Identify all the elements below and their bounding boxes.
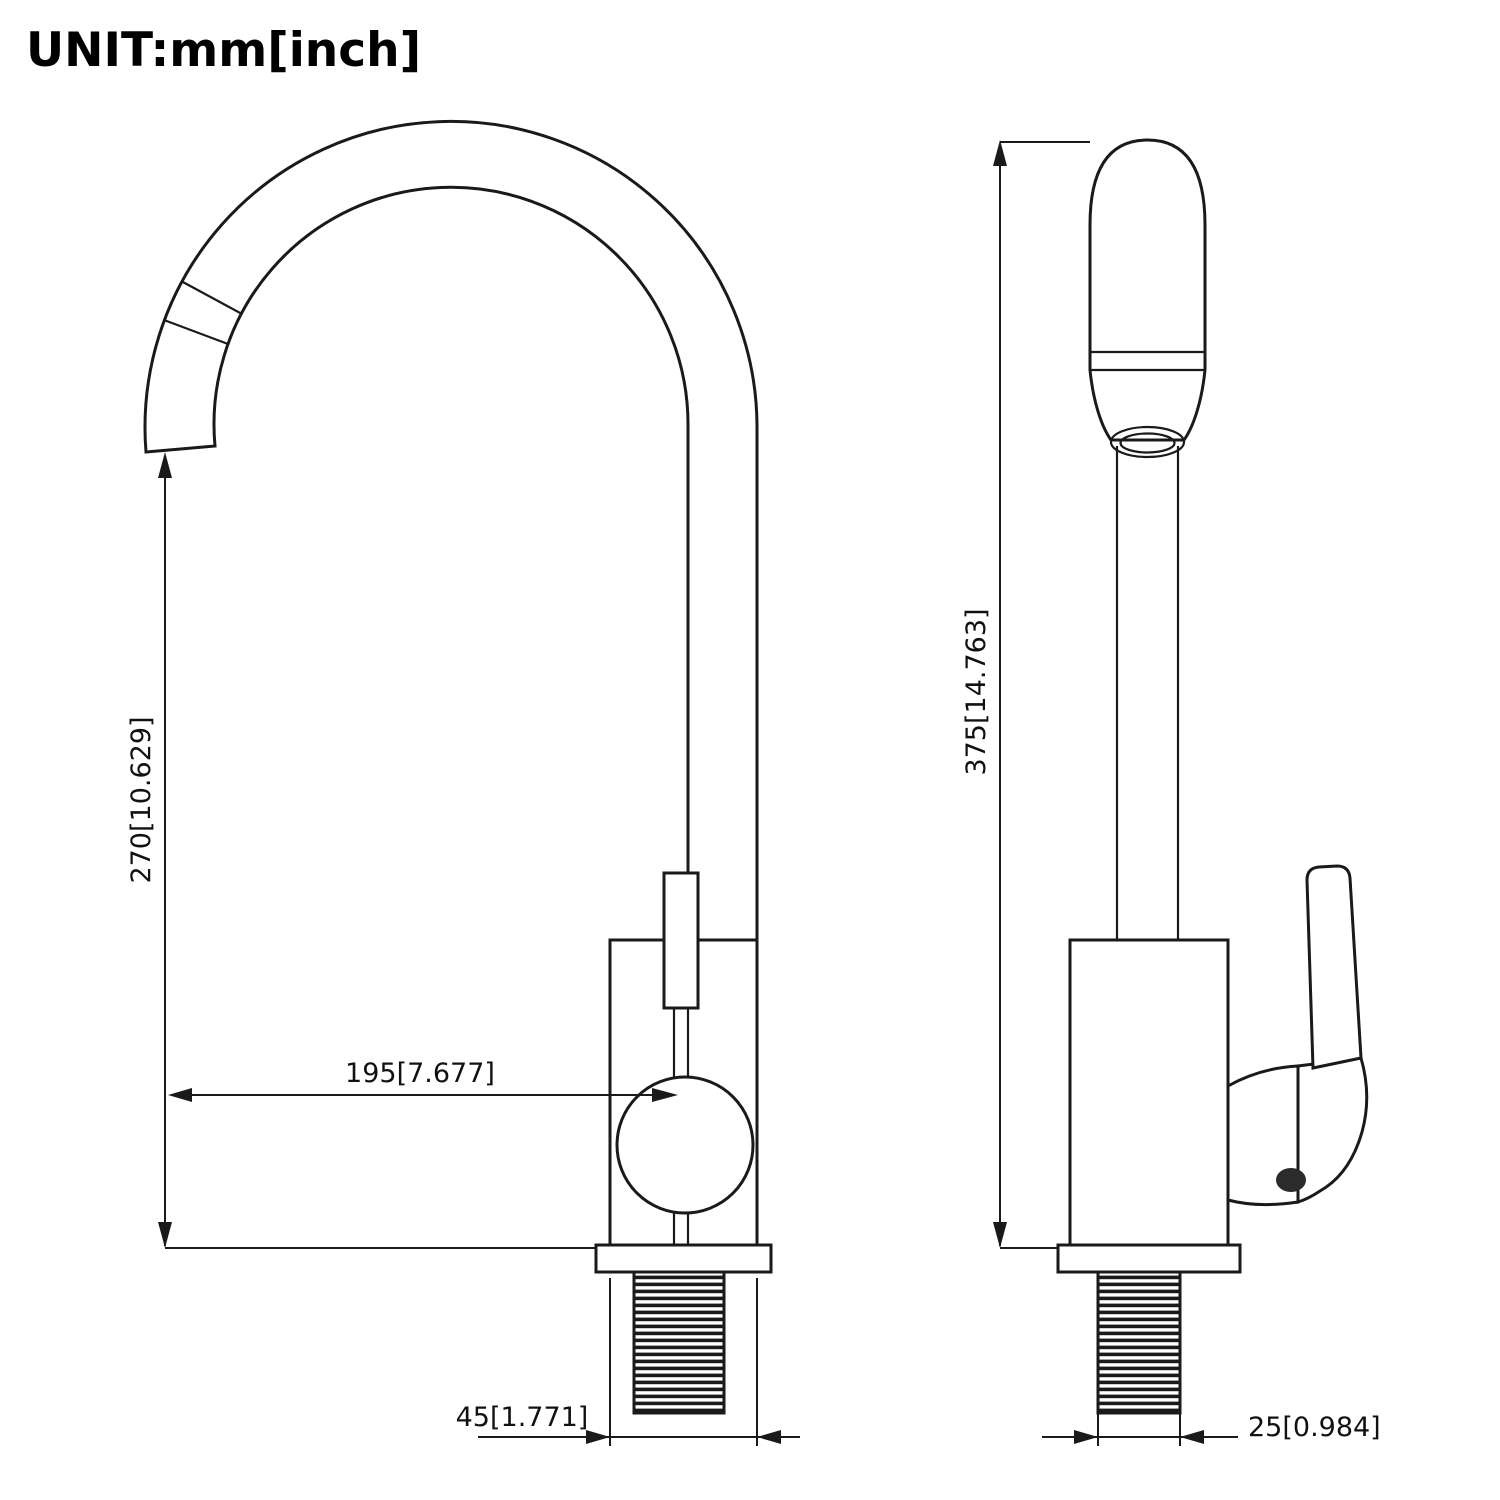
side-base-plate xyxy=(594,1243,773,1274)
side-swivel-joint-circle xyxy=(615,1075,755,1215)
dim-side-height-label: 270[10.629] xyxy=(126,716,157,883)
front-pivot-pin xyxy=(1276,1168,1306,1192)
front-spout-cap xyxy=(1088,138,1207,442)
arrow-right-icon xyxy=(586,1430,610,1444)
arrow-right-icon xyxy=(1074,1430,1098,1444)
dim-front-height-label: 375[14.763] xyxy=(961,608,992,775)
dim-side-reach: 195[7.677] xyxy=(168,1058,678,1102)
dim-side-width: 45[1.771] xyxy=(456,1278,800,1446)
front-outlet-rim xyxy=(1109,425,1186,459)
side-spout-outline xyxy=(143,119,759,942)
front-base-plate xyxy=(1056,1243,1242,1274)
front-threaded-shank xyxy=(1096,1270,1182,1415)
side-spout-aerator-lines xyxy=(163,280,243,346)
arrow-down-icon xyxy=(993,1222,1007,1248)
front-neck-pipe xyxy=(1115,446,1180,940)
side-handle-lever xyxy=(662,871,700,1010)
side-threaded-shank xyxy=(632,1270,726,1415)
side-view-dimensions: 270[10.629] 195[7.677] 45[1.771] xyxy=(126,452,800,1446)
arrow-left-icon xyxy=(168,1088,192,1102)
front-faucet-body xyxy=(1068,938,1230,1247)
arrow-right-icon xyxy=(652,1088,678,1102)
dim-front-width-label: 25[0.984] xyxy=(1248,1412,1381,1443)
front-handle-grip xyxy=(1305,864,1363,1070)
dim-side-reach-label: 195[7.677] xyxy=(345,1058,495,1089)
front-outlet-aerator xyxy=(1119,432,1176,454)
front-view xyxy=(1056,138,1369,1415)
dim-side-width-label: 45[1.771] xyxy=(456,1402,589,1433)
arrow-up-icon xyxy=(158,452,172,478)
arrow-down-icon xyxy=(158,1222,172,1248)
front-handle-knuckle xyxy=(1296,1056,1369,1205)
side-view xyxy=(143,119,773,1415)
unit-label: UNIT:mm[inch] xyxy=(26,23,421,78)
dim-front-width: 25[0.984] xyxy=(1042,1278,1381,1446)
dim-side-height: 270[10.629] xyxy=(126,452,596,1249)
dim-front-height: 375[14.763] xyxy=(961,140,1090,1249)
front-cap-band-lines xyxy=(1090,350,1205,372)
side-handle-stem-lines xyxy=(672,1008,690,1245)
arrow-up-icon xyxy=(993,140,1007,166)
front-view-dimensions: 375[14.763] 25[0.984] xyxy=(961,140,1381,1446)
arrow-left-icon xyxy=(1180,1430,1204,1444)
arrow-left-icon xyxy=(757,1430,781,1444)
